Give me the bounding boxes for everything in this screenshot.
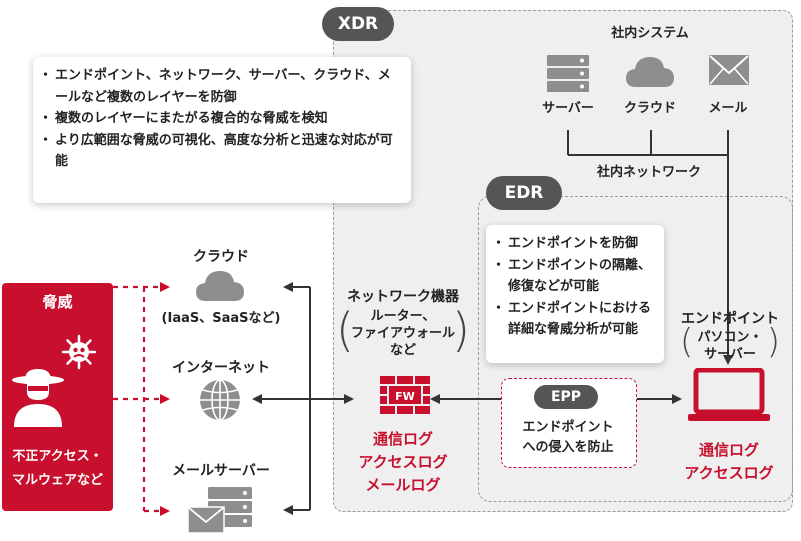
threat-caption-line: 不正アクセス・	[12, 449, 103, 464]
threat-caption-line: マルウェアなど	[11, 473, 103, 488]
internal-network-label: 社内ネットワーク	[596, 165, 701, 180]
cloud-icon	[626, 57, 674, 87]
xdr-point: より広範囲な脅威の可視化、高度な分析と迅速な対応が可能	[39, 130, 401, 173]
network-device-sub: ( ) ルーター、 ファイアウォール など	[336, 303, 470, 362]
internal-cloud-label: クラウド	[623, 101, 676, 116]
network-device-sub-line: など	[389, 343, 416, 358]
edr-point: エンドポイントにおける詳細な脅威分析が可能	[492, 298, 654, 341]
laptop-icon	[688, 368, 770, 421]
network-device-sub-line: ルーター、	[370, 309, 436, 324]
endpoint-sub-line: パソコン・	[697, 330, 763, 345]
internal-network-lines	[567, 130, 733, 365]
internal-mail-label: メール	[708, 101, 748, 116]
globe-icon	[200, 379, 240, 421]
endpoint-title: エンドポイント	[681, 311, 779, 327]
xdr-point: エンドポイント、ネットワーク、サーバー、クラウド、メールなど複数のレイヤーを防御	[39, 65, 401, 108]
paren-right: )	[452, 303, 470, 357]
network-device-title: ネットワーク機器	[347, 289, 459, 305]
mail-server-icon	[187, 487, 252, 534]
edr-zone	[478, 196, 793, 502]
epp-desc-line: エンドポイント	[522, 420, 614, 435]
log-label: アクセスログ	[358, 453, 448, 471]
log-label: メールログ	[365, 476, 441, 494]
endpoint-sub: ( ) パソコン・ サーバー	[680, 322, 780, 366]
edr-point: エンドポイントの隔離、修復などが可能	[492, 255, 654, 298]
xdr-point: 複数のレイヤーにまたがる複合的な脅威を検知	[39, 108, 401, 130]
external-cloud-label: クラウド	[193, 249, 249, 265]
epp-label: EPP	[534, 385, 598, 409]
paren-right: )	[766, 322, 780, 362]
hacker-icon	[12, 369, 64, 427]
log-label: アクセスログ	[684, 464, 774, 482]
internal-server-label: サーバー	[542, 101, 594, 116]
endpoint-sub-line: サーバー	[704, 347, 756, 362]
log-label: 通信ログ	[372, 430, 433, 448]
epp-desc-line: への侵入を防止	[522, 440, 614, 455]
fw-text: FW	[395, 390, 415, 403]
xdr-info-box: エンドポイント、ネットワーク、サーバー、クラウド、メールなど複数のレイヤーを防御…	[33, 57, 411, 203]
log-label: 通信ログ	[698, 441, 759, 459]
threat-title: 脅威	[42, 293, 73, 311]
threat-caption: 不正アクセス・ マルウェアなど	[2, 445, 113, 493]
endpoint-logs: 通信ログ アクセスログ	[670, 439, 788, 485]
paren-left: (	[336, 303, 354, 357]
external-internet-label: インターネット	[172, 360, 270, 376]
epp-desc: エンドポイント への侵入を防止	[501, 418, 635, 458]
threat-panel	[2, 283, 113, 511]
external-mailserver-label: メールサーバー	[172, 463, 270, 479]
edr-point: エンドポイントを防御	[492, 233, 654, 255]
network-device-sub-text: ルーター、 ファイアウォール など	[336, 308, 470, 359]
external-cloud-sub: (IaaS、SaaSなど)	[161, 311, 281, 326]
threat-arrows	[113, 282, 170, 516]
mail-icon	[709, 55, 749, 85]
endpoint-sub-text: パソコン・ サーバー	[680, 329, 780, 363]
server-icon	[547, 55, 589, 92]
paren-left: (	[680, 322, 694, 362]
internal-system-title: 社内システム	[611, 26, 689, 41]
network-device-logs: 通信ログ アクセスログ メールログ	[345, 428, 461, 497]
edr-label: EDR	[486, 176, 562, 210]
network-device-sub-line: ファイアウォール	[350, 326, 455, 341]
virus-icon	[61, 334, 97, 370]
edr-info-box: エンドポイントを防御 エンドポイントの隔離、修復などが可能 エンドポイントにおけ…	[486, 225, 664, 363]
xdr-label: XDR	[322, 7, 394, 41]
firewall-icon: FW	[380, 376, 430, 414]
cloud-icon	[196, 271, 244, 301]
